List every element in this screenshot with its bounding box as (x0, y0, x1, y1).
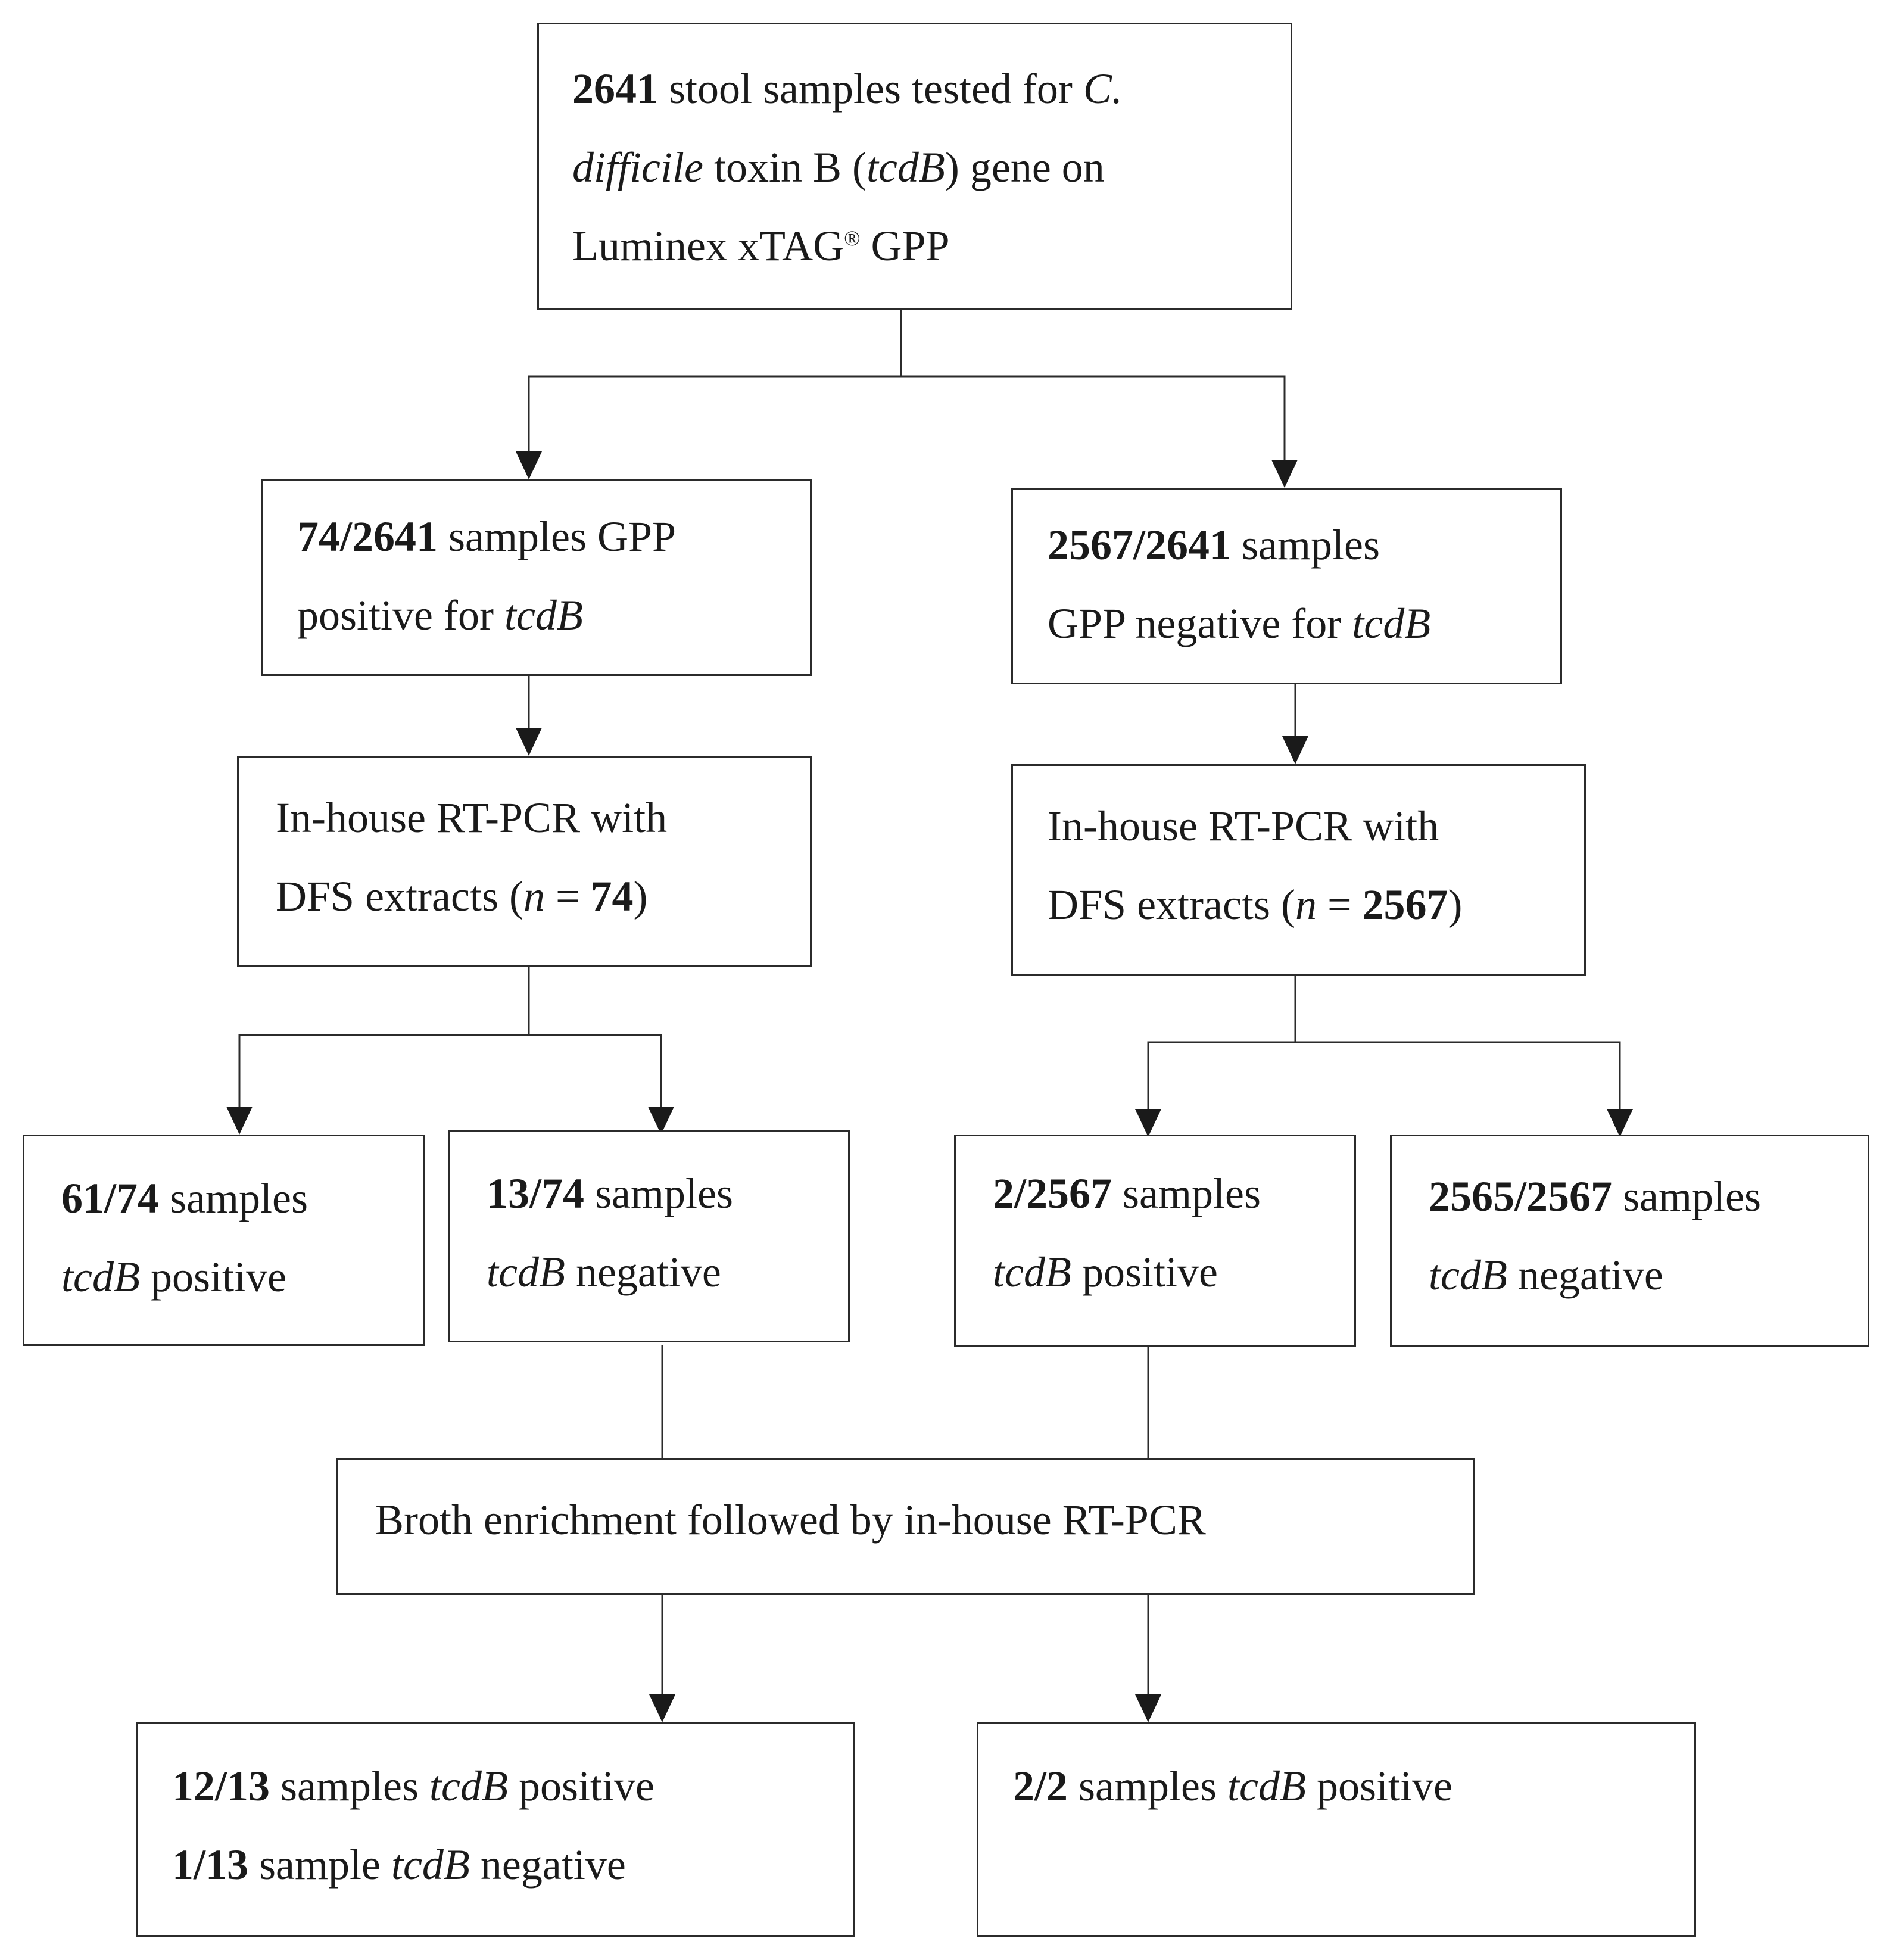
arrowhead-final-right (1135, 1694, 1161, 1722)
edge-pcr-right-to-r4 (1295, 1041, 1621, 1129)
node-start-line-2: difficile toxin B (tcdB) gene on (572, 144, 1105, 191)
node-pcr-right-line-2: DFS extracts (n = 2567) (1048, 881, 1463, 928)
arrowhead-r4 (1607, 1109, 1633, 1137)
edge-pcr-left-to-r1 (238, 967, 530, 1126)
node-result-13-74-line-2: tcdB negative (487, 1248, 721, 1296)
node-result-2-2567: 2/2567 samples tcdB positive (954, 1135, 1356, 1347)
sample-count: 2641 (572, 65, 658, 113)
edge-start-to-gpp-pos (528, 309, 902, 470)
node-final-left-line-1: 12/13 samples tcdB positive (172, 1762, 654, 1810)
node-final-right: 2/2 samples tcdB positive (977, 1722, 1696, 1937)
arrowhead-gpp-neg (1271, 460, 1298, 488)
node-gpp-positive-line-1: 74/2641 samples GPP (297, 513, 677, 560)
arrowhead-r2 (648, 1107, 674, 1135)
node-pcr-right: In-house RT-PCR with DFS extracts (n = 2… (1011, 764, 1586, 976)
node-result-61-74-line-2: tcdB positive (61, 1253, 286, 1301)
node-pcr-right-line-1: In-house RT-PCR with (1048, 802, 1439, 850)
node-result-13-74: 13/74 samples tcdB negative (448, 1130, 850, 1342)
node-result-61-74-line-1: 61/74 samples (61, 1174, 308, 1222)
node-start-line-1: 2641 stool samples tested for C. (572, 65, 1123, 113)
node-final-left: 12/13 samples tcdB positive 1/13 sample … (136, 1722, 855, 1937)
node-result-61-74: 61/74 samples tcdB positive (23, 1135, 425, 1346)
node-result-2565-2567: 2565/2567 samples tcdB negative (1390, 1135, 1869, 1347)
node-result-2-2567-line-2: tcdB positive (993, 1248, 1218, 1296)
node-gpp-negative-line-2: GPP negative for tcdB (1048, 600, 1431, 647)
node-pcr-left-line-2: DFS extracts (n = 74) (276, 873, 648, 920)
arrowhead-r3 (1135, 1109, 1161, 1137)
node-gpp-negative-line-1: 2567/2641 samples (1048, 521, 1380, 569)
node-final-left-line-2: 1/13 sample tcdB negative (172, 1841, 626, 1889)
node-result-2565-2567-line-1: 2565/2567 samples (1429, 1173, 1761, 1220)
arrowhead-gpp-pos (516, 451, 542, 479)
node-result-2-2567-line-1: 2/2567 samples (993, 1170, 1261, 1217)
node-result-2565-2567-line-2: tcdB negative (1429, 1251, 1663, 1299)
node-final-right-line-1: 2/2 samples tcdB positive (1013, 1762, 1452, 1810)
node-gpp-negative: 2567/2641 samples GPP negative for tcdB (1011, 488, 1562, 684)
arrowhead-pcr-right (1282, 736, 1308, 764)
edge-start-to-gpp-neg (901, 375, 1286, 479)
node-pcr-left-line-1: In-house RT-PCR with (276, 794, 668, 842)
node-gpp-positive: 74/2641 samples GPP positive for tcdB (261, 479, 812, 676)
node-gpp-positive-line-2: positive for tcdB (297, 591, 583, 639)
node-broth-enrichment: Broth enrichment followed by in-house RT… (336, 1458, 1475, 1595)
node-start: 2641 stool samples tested for C. diffici… (537, 23, 1292, 310)
arrowhead-r1 (226, 1107, 253, 1135)
arrowhead-final-left (649, 1694, 675, 1722)
edge-pcr-left-to-r2 (529, 1034, 662, 1126)
node-start-line-3: Luminex xTAG® GPP (572, 222, 950, 270)
node-result-13-74-line-1: 13/74 samples (487, 1170, 733, 1217)
node-pcr-left: In-house RT-PCR with DFS extracts (n = 7… (237, 756, 812, 967)
node-broth-enrichment-text: Broth enrichment followed by in-house RT… (375, 1496, 1206, 1544)
arrowhead-pcr-left (516, 728, 542, 756)
registered-mark: ® (844, 226, 861, 250)
edge-pcr-right-to-r3 (1147, 976, 1296, 1129)
